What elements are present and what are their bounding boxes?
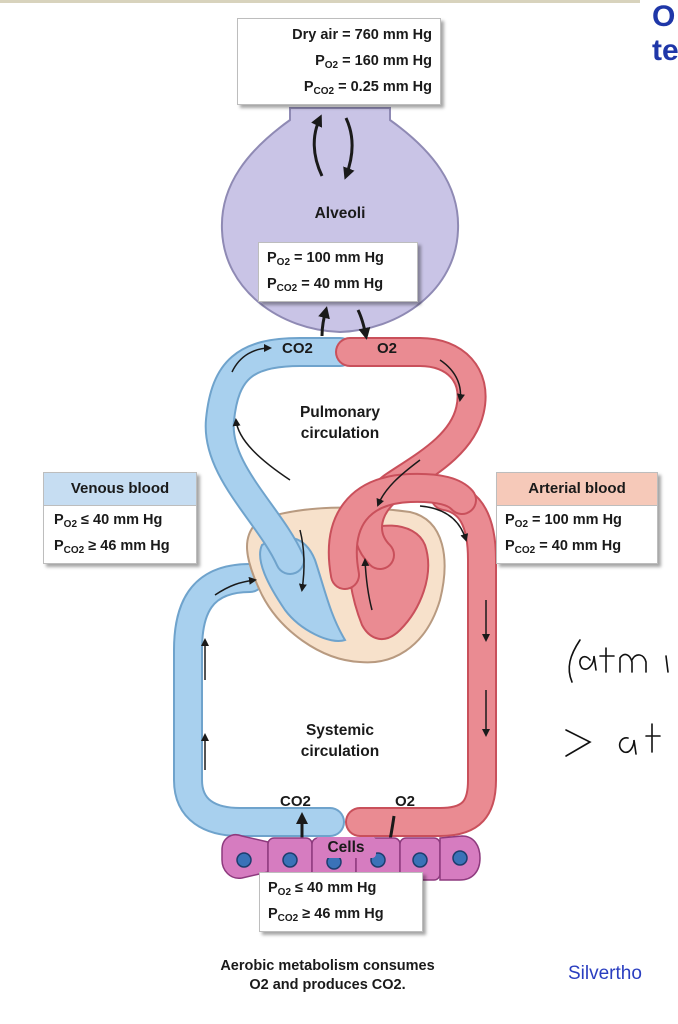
handwritten-notes: [565, 639, 669, 757]
systemic-co2-label: CO2: [280, 793, 311, 810]
tissue-cells: [221, 834, 481, 881]
arterial-po2: PO2 = 100 mm Hg: [505, 512, 622, 530]
cells-pco2: PCO2 ≥ 46 mm Hg: [268, 906, 384, 924]
venous-blood-title: Venous blood: [44, 473, 196, 506]
arterial-blood-title: Arterial blood: [497, 473, 657, 506]
venous-po2: PO2 ≤ 40 mm Hg: [54, 512, 163, 530]
alveoli-pco2: PCO2 = 40 mm Hg: [267, 276, 384, 294]
systemic-o2-label: O2: [395, 793, 416, 810]
alveoli-po2: PO2 = 100 mm Hg: [267, 250, 384, 268]
atmosphere-po2: PO2 = 160 mm Hg: [315, 53, 432, 71]
cells-label: Cells: [316, 837, 376, 858]
alveoli-box: PO2 = 100 mm Hg PCO2 = 40 mm Hg: [258, 242, 418, 302]
atmosphere-pco2: PCO2 = 0.25 mm Hg: [303, 79, 432, 97]
top-divider: [0, 0, 640, 3]
pulmonary-co2-label: CO2: [282, 340, 313, 357]
pulmonary-o2-label: O2: [377, 340, 398, 357]
venous-pco2: PCO2 ≥ 46 mm Hg: [54, 538, 170, 556]
heading-line-1: O: [652, 0, 676, 33]
atmosphere-box: Dry air = 760 mm Hg PO2 = 160 mm Hg PCO2…: [237, 18, 441, 105]
source-credit: Silvertho: [568, 963, 642, 984]
heading-line-2: te: [652, 34, 678, 67]
dry-air-value: Dry air = 760 mm Hg: [292, 27, 432, 43]
arterial-blood-box: Arterial blood PO2 = 100 mm Hg PCO2 = 40…: [496, 472, 658, 564]
flow-arrows: [201, 344, 490, 770]
alveoli-label: Alveoli: [314, 205, 366, 222]
venous-blood-box: Venous blood PO2 ≤ 40 mm Hg PCO2 ≥ 46 mm…: [43, 472, 197, 564]
arterial-pco2: PCO2 = 40 mm Hg: [505, 538, 622, 556]
cells-po2: PO2 ≤ 40 mm Hg: [268, 880, 377, 898]
cells-box: PO2 ≤ 40 mm Hg PCO2 ≥ 46 mm Hg: [259, 872, 423, 932]
pulmonary-loop: [204, 337, 487, 590]
